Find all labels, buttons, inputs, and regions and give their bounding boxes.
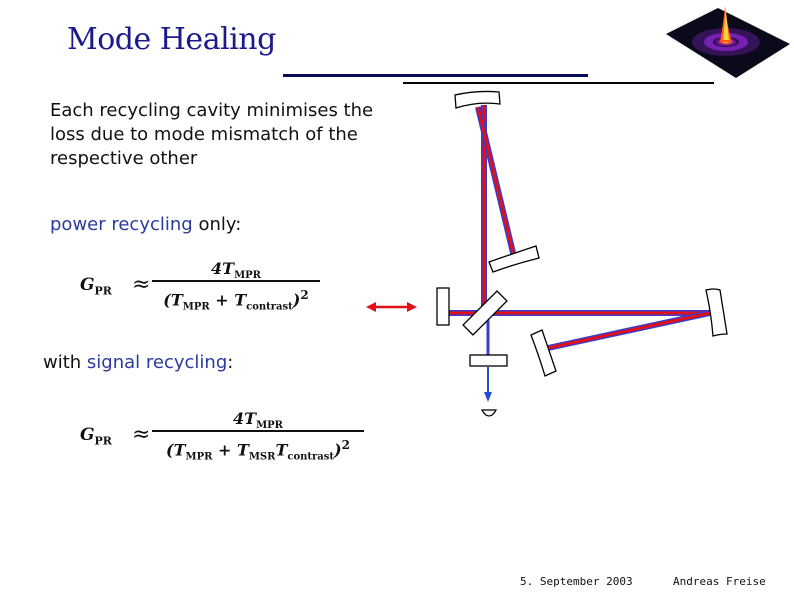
power-recycling-mirror [436, 287, 450, 326]
formula-denominator: (TMPR + TMSRTcontrast)2 [166, 437, 350, 463]
formula-lhs: GPR [80, 425, 112, 448]
power-recycling-gain-formula: GPR ≈ 4TMPR (TMPR + Tcontrast)2 [80, 258, 340, 314]
signal-recycling-prefix: with [43, 352, 87, 373]
detector-arrow-head [484, 392, 492, 402]
formula-fraction: 4TMPR (TMPR + Tcontrast)2 [152, 258, 320, 313]
footer-date: 5. September 2003 [520, 575, 633, 588]
power-recycling-heading: power recycling only: [50, 213, 241, 237]
end-mirror-east [705, 288, 728, 337]
formula-lhs: GPR [80, 275, 112, 298]
optics [436, 90, 728, 417]
beam-splitter [462, 290, 508, 336]
fraction-bar [152, 430, 364, 432]
formula-denominator: (TMPR + Tcontrast)2 [163, 287, 309, 313]
intro-line: respective other [50, 148, 198, 169]
signal-recycling-gain-formula: GPR ≈ 4TMPR (TMPR + TMSRTcontrast)2 [80, 408, 370, 464]
end-mirror-top [454, 90, 501, 109]
intro-line: loss due to mode mismatch of the [50, 124, 358, 145]
interferometer-diagram [366, 90, 728, 417]
intro-text: Each recycling cavity minimises the loss… [50, 99, 373, 171]
formula-numerator: 4TMPR [211, 259, 261, 282]
title-rule-thick [283, 74, 588, 77]
power-recycling-term: power recycling [50, 214, 193, 235]
folding-mirror-east [530, 329, 557, 377]
mode-shape-logo [666, 6, 790, 78]
approx-symbol: ≈ [132, 272, 151, 297]
signal-recycling-rest: : [227, 352, 234, 373]
intro-line: Each recycling cavity minimises the [50, 100, 374, 121]
signal-recycling-term: signal recycling [86, 352, 228, 373]
formula-numerator: 4TMPR [233, 409, 283, 432]
formula-fraction: 4TMPR (TMPR + TMSRTcontrast)2 [152, 408, 364, 463]
footer-author: Andreas Freise [673, 575, 766, 588]
photodetector [480, 409, 498, 417]
power-recycling-rest: only: [192, 214, 242, 235]
beam-paths [448, 105, 711, 392]
title-rule-thin [403, 82, 714, 84]
page-title: Mode Healing [67, 22, 276, 57]
folding-mirror-north [488, 245, 540, 273]
fraction-bar [152, 280, 320, 282]
approx-symbol: ≈ [132, 422, 151, 447]
signal-recycling-mirror [469, 354, 508, 367]
signal-recycling-heading: with signal recycling: [43, 351, 233, 375]
